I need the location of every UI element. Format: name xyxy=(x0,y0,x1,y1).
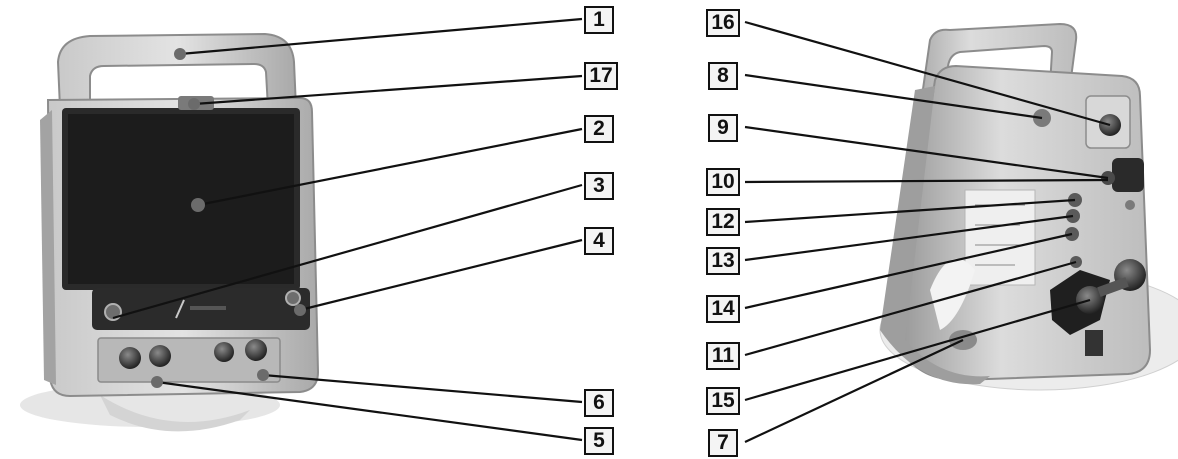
rear-view-device xyxy=(880,24,1178,390)
callout-6: 6 xyxy=(584,389,614,417)
leader-4 xyxy=(300,240,582,310)
callout-4: 4 xyxy=(584,227,614,255)
callout-13: 13 xyxy=(706,247,740,275)
callout-8: 8 xyxy=(708,62,738,90)
leader-6-dot xyxy=(257,369,269,381)
callout-5: 5 xyxy=(584,427,614,455)
leader-1-dot xyxy=(174,48,186,60)
front-screen xyxy=(68,114,294,284)
callout-2: 2 xyxy=(584,115,614,143)
front-logo-text xyxy=(190,306,226,310)
rear-bottom-port xyxy=(1085,330,1103,356)
callout-11: 11 xyxy=(706,342,740,370)
front-alarm-button xyxy=(286,291,300,305)
callout-10: 10 xyxy=(706,168,740,196)
callout-3: 3 xyxy=(584,172,614,200)
front-connector-4 xyxy=(245,339,267,361)
front-connector-1 xyxy=(119,347,141,369)
callout-9: 9 xyxy=(708,114,738,142)
leader-2-dot xyxy=(191,198,205,212)
callout-1: 1 xyxy=(584,6,614,34)
callout-7: 7 xyxy=(708,429,738,457)
rear-port-small xyxy=(1125,200,1135,210)
leader-4-dot xyxy=(294,304,306,316)
callout-16: 16 xyxy=(706,9,740,37)
callout-12: 12 xyxy=(706,208,740,236)
leader-17-dot xyxy=(188,98,200,110)
callout-14: 14 xyxy=(706,295,740,323)
front-connector-2 xyxy=(149,345,171,367)
front-handle xyxy=(58,34,296,108)
callout-15: 15 xyxy=(706,387,740,415)
callout-17: 17 xyxy=(584,62,618,90)
leader-17 xyxy=(194,76,582,104)
front-connector-3 xyxy=(214,342,234,362)
leader-5-dot xyxy=(151,376,163,388)
front-view-device xyxy=(20,34,318,431)
rear-port-9 xyxy=(1112,158,1144,192)
